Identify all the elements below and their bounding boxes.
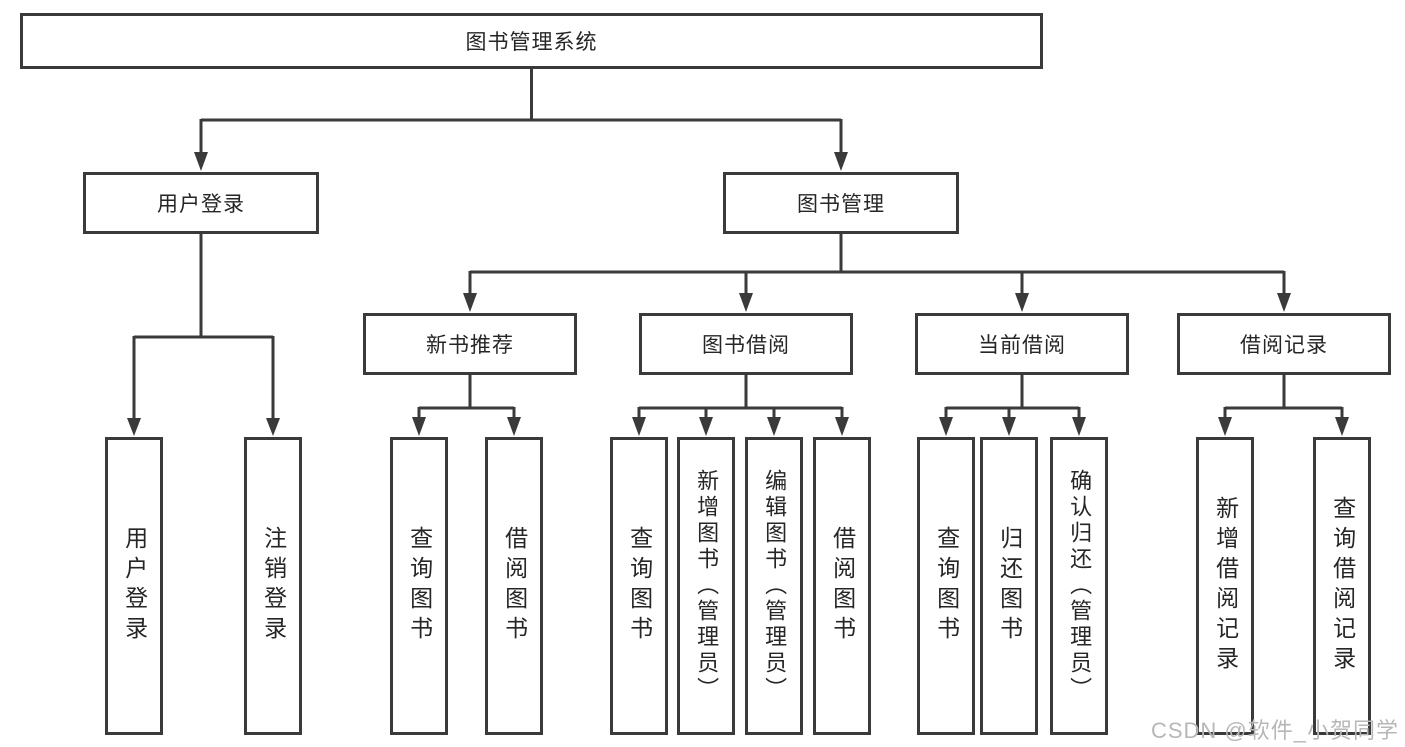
node-book-management: 图书管理	[723, 172, 959, 234]
arrowheads	[127, 152, 1349, 436]
leaf-newbooks-borrow-books-label: 借阅图书	[501, 526, 528, 646]
leaf-borrowing-query-books-label: 查询图书	[626, 526, 653, 646]
leaf-newbooks-query-books-label: 查询图书	[406, 526, 433, 646]
leaf-user-login-label: 用户登录	[121, 526, 148, 646]
leaf-current-return-books: 归还图书	[980, 437, 1038, 735]
node-current-borrowing: 当前借阅	[915, 313, 1129, 375]
node-borrow-records-label: 借阅记录	[1240, 334, 1328, 357]
node-borrow-records: 借阅记录	[1177, 313, 1391, 375]
leaf-current-return-books-label: 归还图书	[996, 526, 1023, 646]
node-library-system-label: 图书管理系统	[465, 31, 598, 54]
leaf-borrowing-add-books-admin-label: 新增图书（管理员）	[694, 469, 720, 703]
leaf-borrowing-edit-books-admin-label: 编辑图书（管理员）	[762, 469, 788, 703]
leaf-newbooks-query-books: 查询图书	[390, 437, 448, 735]
watermark-text: CSDN @软件_小贺同学	[1150, 718, 1399, 743]
leaf-borrowing-add-books-admin: 新增图书（管理员）	[677, 437, 735, 735]
leaf-records-query-borrow-record-label: 查询借阅记录	[1329, 496, 1356, 676]
leaf-newbooks-borrow-books: 借阅图书	[485, 437, 543, 735]
node-new-book-recommend-label: 新书推荐	[426, 334, 514, 357]
leaf-user-login: 用户登录	[105, 437, 163, 735]
node-book-borrowing-label: 图书借阅	[702, 334, 790, 357]
leaf-current-confirm-return-admin: 确认归还（管理员）	[1050, 437, 1108, 735]
node-new-book-recommend: 新书推荐	[363, 313, 577, 375]
leaf-borrowing-borrow-books-label: 借阅图书	[829, 526, 856, 646]
leaf-records-add-borrow-record: 新增借阅记录	[1196, 437, 1254, 735]
node-library-system: 图书管理系统	[20, 13, 1043, 69]
node-user-login: 用户登录	[83, 172, 319, 234]
leaf-logout: 注销登录	[244, 437, 302, 735]
node-current-borrowing-label: 当前借阅	[978, 334, 1066, 357]
leaf-borrowing-query-books: 查询图书	[610, 437, 668, 735]
leaf-records-add-borrow-record-label: 新增借阅记录	[1212, 496, 1239, 676]
node-book-borrowing: 图书借阅	[639, 313, 853, 375]
node-user-login-label: 用户登录	[157, 193, 245, 216]
leaf-borrowing-edit-books-admin: 编辑图书（管理员）	[745, 437, 803, 735]
node-book-management-label: 图书管理	[797, 193, 885, 216]
leaf-current-query-books-label: 查询图书	[933, 526, 960, 646]
leaf-logout-label: 注销登录	[260, 526, 287, 646]
leaf-borrowing-borrow-books: 借阅图书	[813, 437, 871, 735]
leaf-current-confirm-return-admin-label: 确认归还（管理员）	[1067, 469, 1093, 703]
leaf-current-query-books: 查询图书	[917, 437, 975, 735]
leaf-records-query-borrow-record: 查询借阅记录	[1313, 437, 1371, 735]
